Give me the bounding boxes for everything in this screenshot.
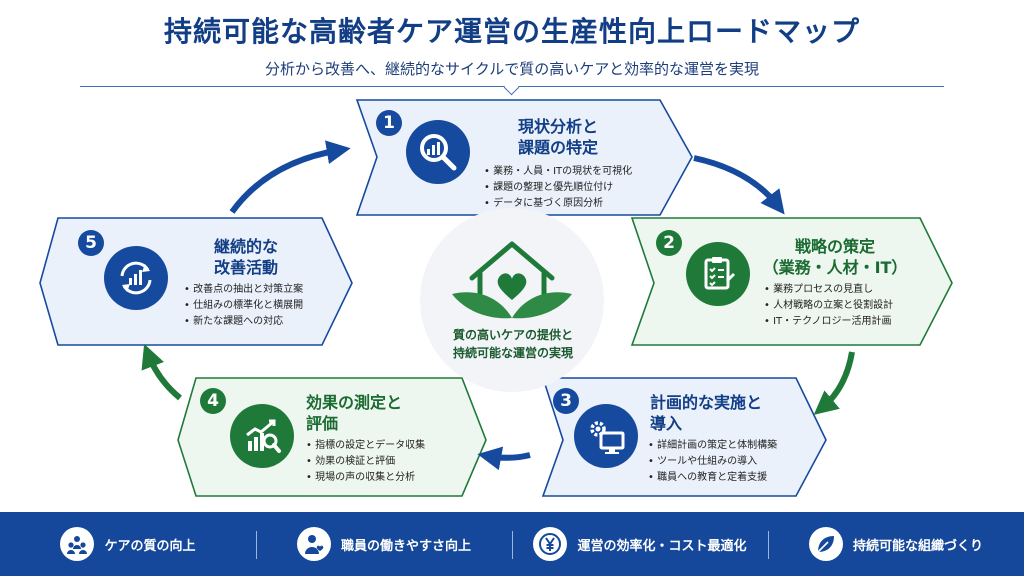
clipboard-checklist-icon xyxy=(686,242,750,306)
arrow-2-to-3 xyxy=(813,351,855,415)
step-3-bullets: 詳細計画の策定と体制構築ツールや仕組みの導入職員への教育と定着支援 xyxy=(648,438,777,486)
footer-bar: ケアの質の向上 職員の働きやすさ向上 運営の効率化・コスト最適化 持続可能な組織… xyxy=(0,512,1024,576)
staff-heart-icon xyxy=(296,527,331,561)
step-4-number: 4 xyxy=(200,388,226,414)
page-title: 持続可能な高齢者ケア運営の生産性向上ロードマップ xyxy=(163,15,860,48)
step-2-bullets: 業務プロセスの見直し人材戦略の立案と役割設計IT・テクノロジー活用計画 xyxy=(764,282,893,330)
leaf-icon xyxy=(808,527,843,561)
footer-item-staff-wellbeing: 職員の働きやすさ向上 xyxy=(256,527,512,561)
step-3-title: 計画的な実施と導入 xyxy=(650,393,763,433)
step-4-title: 効果の測定と評価 xyxy=(306,393,403,433)
magnifier-chart-icon xyxy=(406,120,470,184)
step-3-number: 3 xyxy=(553,388,579,414)
arrow-1-to-2 xyxy=(693,155,785,215)
center-caption: 質の高いケアの提供と持続可能な運営の実現 xyxy=(452,328,573,360)
footer-label: 職員の働きやすさ向上 xyxy=(340,538,471,554)
footer-label: 運営の効率化・コスト最適化 xyxy=(577,538,747,554)
step-5-bullets: 改善点の抽出と対策立案仕組みの標準化と横展開新たな課題への対応 xyxy=(184,282,303,330)
step-2-number: 2 xyxy=(656,230,682,256)
arrow-3-to-4 xyxy=(477,446,531,471)
gear-monitor-icon xyxy=(574,404,638,468)
step-5-title: 継続的な改善活動 xyxy=(213,237,278,277)
footer-label: 持続可能な組織づくり xyxy=(852,538,983,554)
growth-chart-magnifier-icon xyxy=(230,404,294,468)
footer-item-care-quality: ケアの質の向上 xyxy=(0,527,256,561)
step-5-number: 5 xyxy=(78,230,104,256)
cycle-chart-icon xyxy=(104,246,168,310)
footer-item-efficiency: 運営の効率化・コスト最適化 xyxy=(512,527,768,561)
house-heart-leaves-icon xyxy=(452,241,572,319)
yen-coin-icon xyxy=(533,527,568,561)
step-1-bullets: 業務・人員・ITの現状を可視化課題の整理と優先順位付けデータに基づく原因分析 xyxy=(484,164,632,212)
arrow-4-to-5 xyxy=(141,343,182,401)
page-subtitle: 分析から改善へ、継続的なサイクルで質の高いケアと効率的な運営を実現 xyxy=(265,60,759,78)
footer-label: ケアの質の向上 xyxy=(104,538,196,554)
step-1-title: 現状分析と課題の特定 xyxy=(517,117,598,157)
step-4-bullets: 指標の設定とデータ収集効果の検証と評価現場の声の収集と分析 xyxy=(306,438,425,486)
step-2-title: 戦略の策定（業務・人材・IT） xyxy=(762,237,908,277)
footer-item-sustainability: 持続可能な組織づくり xyxy=(768,527,1024,561)
step-1-number: 1 xyxy=(376,110,402,136)
people-group-icon xyxy=(60,527,95,561)
arrow-5-to-1 xyxy=(229,140,351,214)
